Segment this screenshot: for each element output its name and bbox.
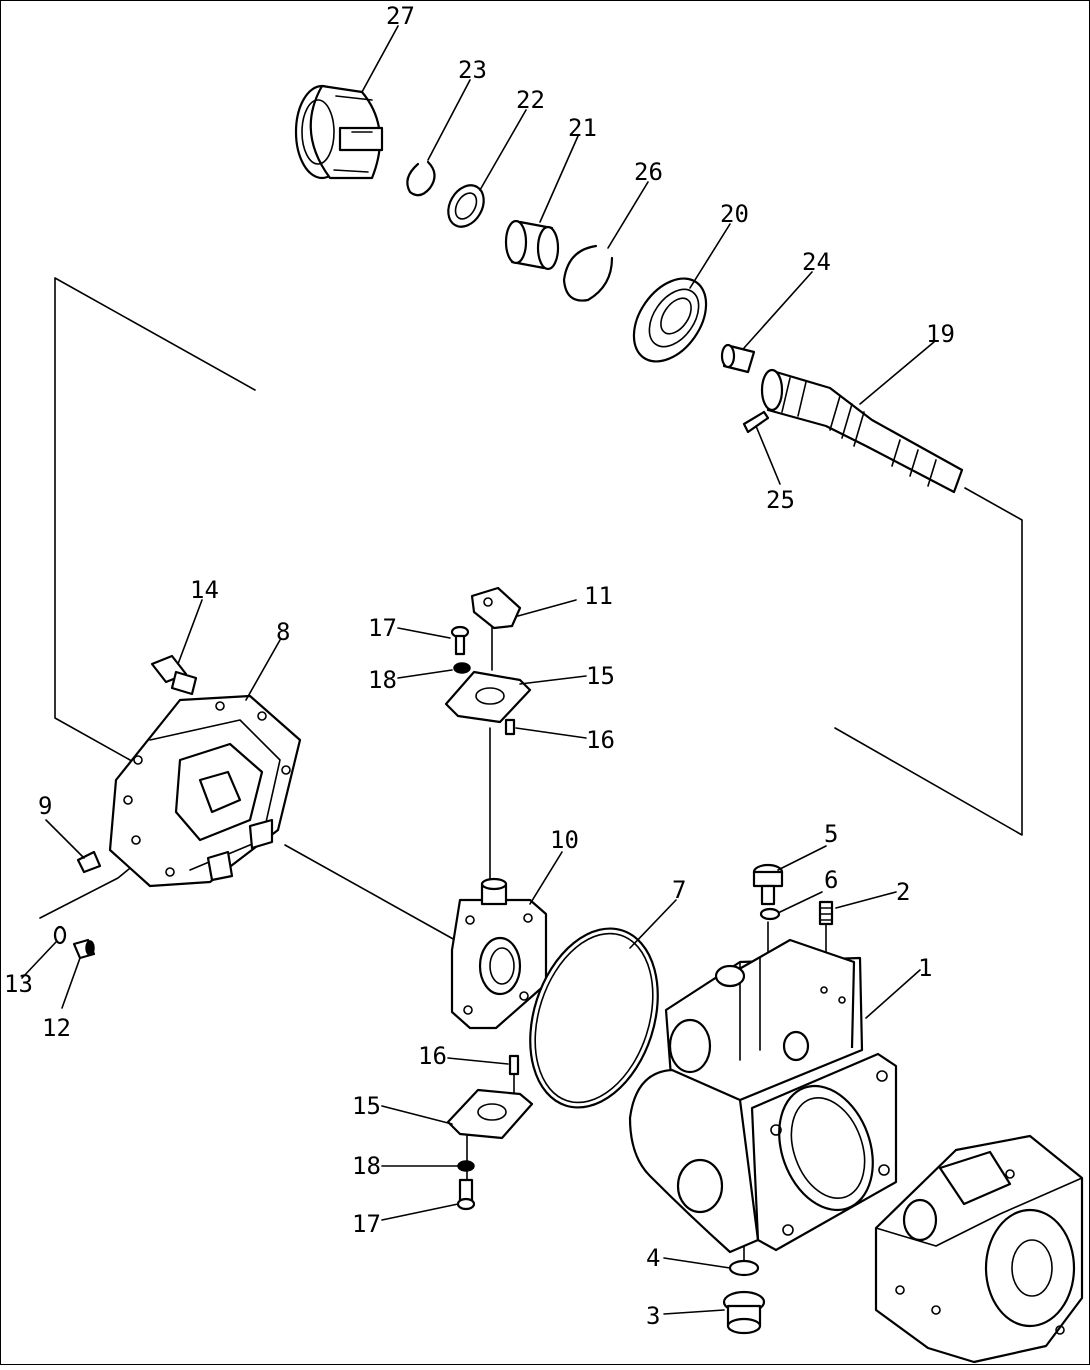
assembly-lines — [39, 277, 1023, 1263]
bolt-17-top — [450, 625, 470, 656]
callout-25: 25 — [766, 486, 795, 514]
callout-20: 20 — [720, 200, 749, 228]
bearing-20 — [632, 277, 708, 363]
washer-18-bottom — [457, 1160, 475, 1172]
callout-16-top: 16 — [586, 726, 615, 754]
fitting-14 — [150, 654, 198, 696]
plug-2 — [818, 900, 834, 926]
callout-26: 26 — [634, 158, 663, 186]
callout-23: 23 — [458, 56, 487, 84]
callout-21: 21 — [568, 114, 597, 142]
callout-12: 12 — [42, 1014, 71, 1042]
callout-3: 3 — [646, 1302, 660, 1330]
callout-17-bottom: 17 — [352, 1210, 381, 1238]
callout-18-top: 18 — [368, 666, 397, 694]
callout-15-bottom: 15 — [352, 1092, 381, 1120]
callout-18-bottom: 18 — [352, 1152, 381, 1180]
leader-lines — [21, 25, 935, 1315]
callout-22: 22 — [516, 86, 545, 114]
callout-14: 14 — [190, 576, 219, 604]
washer-18-top — [453, 662, 471, 674]
end-cover-8 — [108, 694, 302, 888]
callout-2: 2 — [896, 878, 910, 906]
callout-7: 7 — [672, 876, 686, 904]
assembly-line-left — [54, 277, 256, 761]
assembly-line-right — [834, 487, 1023, 836]
pin-16-bottom — [508, 1054, 520, 1076]
callout-6: 6 — [824, 866, 838, 894]
bushing-21 — [504, 219, 560, 271]
plate-15-bottom — [446, 1088, 534, 1140]
plug-12 — [72, 938, 96, 960]
callout-16-bottom: 16 — [418, 1042, 447, 1070]
callout-4: 4 — [646, 1244, 660, 1272]
key-25 — [742, 410, 770, 434]
callout-27: 27 — [386, 2, 415, 30]
oring-13 — [53, 925, 67, 945]
block-11 — [470, 586, 522, 630]
assembled-pump-view — [874, 1134, 1084, 1364]
cover-27 — [294, 84, 384, 180]
pump-case-1 — [628, 938, 898, 1254]
callout-11: 11 — [584, 582, 613, 610]
plate-15-top — [444, 670, 532, 724]
ring-26 — [562, 244, 614, 302]
callout-1: 1 — [918, 954, 932, 982]
ring-22 — [447, 184, 485, 228]
callout-19: 19 — [926, 320, 955, 348]
callout-10: 10 — [550, 826, 579, 854]
callout-15-top: 15 — [586, 662, 615, 690]
callout-8: 8 — [276, 618, 290, 646]
collar-24 — [720, 343, 756, 374]
pin-16-top — [504, 718, 516, 736]
bolt-5 — [752, 863, 784, 906]
shaft-19 — [760, 368, 964, 494]
plug-9 — [76, 850, 102, 874]
snap-ring-23 — [406, 160, 436, 197]
valve-10 — [450, 877, 548, 1030]
plug-3 — [722, 1290, 766, 1335]
callout-5: 5 — [824, 820, 838, 848]
callout-9: 9 — [38, 792, 52, 820]
oring-7 — [529, 927, 659, 1109]
oring-4 — [728, 1259, 760, 1277]
callout-13: 13 — [4, 970, 33, 998]
callout-labels: 27 23 22 21 26 20 24 19 25 14 8 11 17 18… — [4, 2, 955, 1330]
assembly-line-valve — [284, 844, 456, 941]
seal-6 — [759, 907, 781, 921]
callout-24: 24 — [802, 248, 831, 276]
callout-17-top: 17 — [368, 614, 397, 642]
bolt-17-bottom — [456, 1178, 476, 1211]
